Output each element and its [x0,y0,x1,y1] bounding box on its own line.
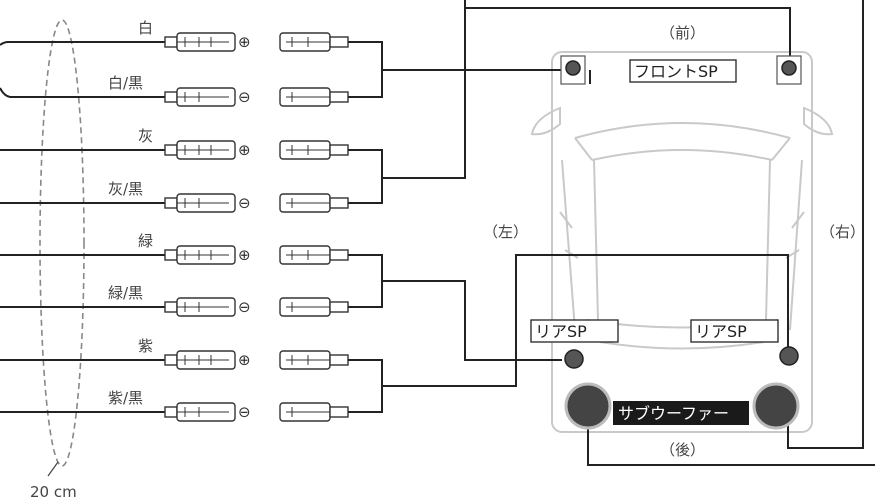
subwoofer-right [752,382,800,430]
car-outline [530,51,834,433]
direction-left: （左） [483,223,528,241]
left-connectors [164,32,236,422]
polarity-gray: ⊕ [238,141,251,159]
wire-label-gray-black: 灰/黒 [108,180,143,198]
length-note: 20 cm [30,483,77,501]
wire-label-white: 白 [138,19,153,37]
subwoofer-left [564,382,612,430]
rear-left-speaker [564,349,584,369]
polarity-white: ⊕ [238,33,251,51]
wire-label-green: 緑 [138,232,153,250]
direction-front: （前） [660,24,705,42]
wire-label-gray: 灰 [138,127,153,145]
wire-label-purple-black: 紫/黒 [108,389,143,407]
front-right-speaker [776,55,802,85]
subwoofer-label: サブウーファー [618,404,729,423]
polarity-purple-black: ⊖ [238,403,251,421]
measurement-ellipse [39,19,85,467]
direction-rear: （後） [660,441,705,459]
wire-lines-left [0,41,165,413]
speaker-wiring [348,0,875,466]
polarity-green: ⊕ [238,246,251,264]
wire-label-purple: 紫 [138,337,153,355]
front-left-speaker [560,55,586,85]
direction-right: （右） [820,223,865,241]
wire-label-white-black: 白/黒 [108,74,143,92]
polarity-white-black: ⊖ [238,88,251,106]
polarity-purple: ⊕ [238,351,251,369]
right-connectors [279,32,349,422]
polarity-green-black: ⊖ [238,298,251,316]
rear-right-speaker-label: リアSP [695,322,747,341]
wire-label-green-black: 緑/黒 [108,284,143,302]
measurement-leader [47,461,59,477]
rear-right-speaker [779,346,799,366]
front-speaker-label: フロントSP [634,62,718,81]
polarity-gray-black: ⊖ [238,194,251,212]
rear-left-speaker-label: リアSP [535,322,587,341]
